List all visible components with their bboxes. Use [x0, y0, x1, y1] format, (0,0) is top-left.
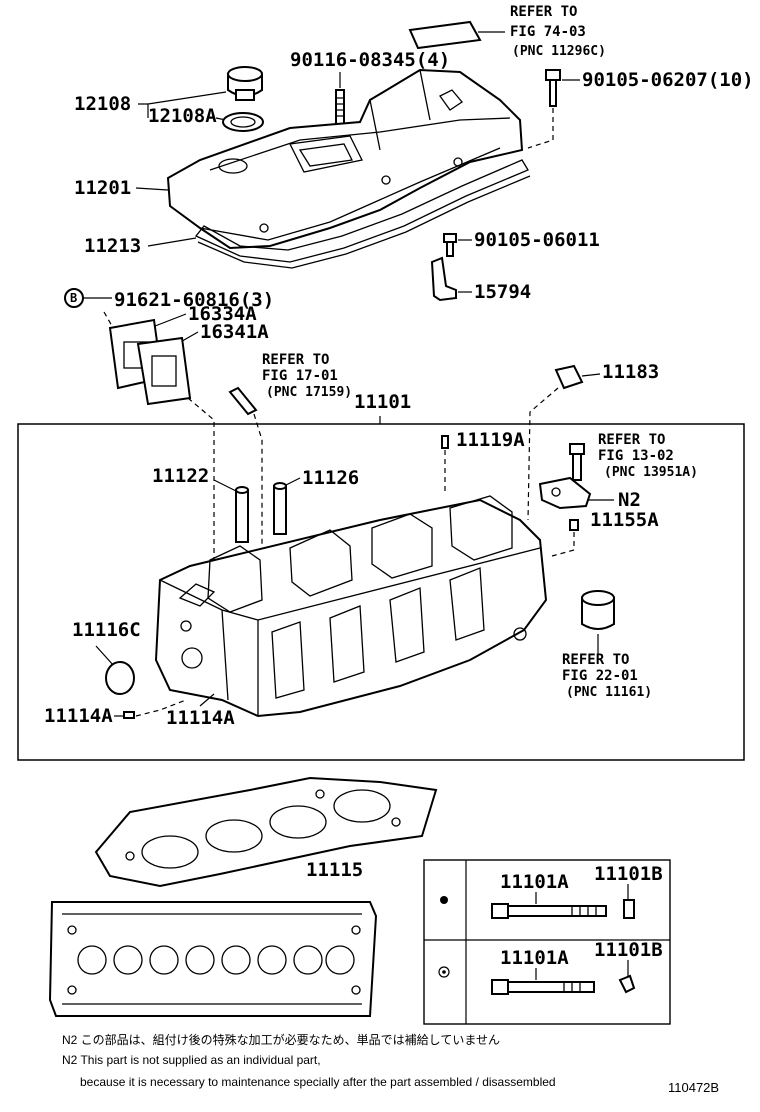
part-number-11155A: 11155A — [590, 509, 659, 531]
part-number-11114A-left: 11114A — [44, 705, 113, 727]
plug-icon — [554, 364, 584, 390]
circle-b-marker: B — [64, 288, 84, 308]
breather-part-icon — [430, 256, 457, 302]
part-number-12108A: 12108A — [148, 105, 217, 127]
bolt-variant-table: 11101A 11101B 11101A 11101B — [423, 859, 671, 1025]
valve-guide-icon-2 — [273, 482, 287, 535]
head-cover-gasket-part — [194, 159, 531, 269]
refer-to-fig-17-01-pnc: (PNC 17159) — [266, 385, 352, 400]
table-row2-bolt-number: 11101A — [500, 947, 569, 969]
bracket-bolt-icon — [569, 443, 585, 481]
note-n2-english-line1: N2 This part is not supplied as an indiv… — [62, 1053, 321, 1067]
filled-dot-marker — [440, 896, 448, 904]
long-head-bolt-icon — [491, 903, 607, 919]
part-number-11183: 11183 — [602, 361, 659, 383]
part-number-11101: 11101 — [354, 391, 411, 413]
part-number-15794: 15794 — [474, 281, 531, 303]
dot-in-circle-marker — [438, 966, 450, 978]
washer-icon-1 — [623, 899, 635, 919]
refer-to-fig-13-02-line2: FIG 13-02 — [598, 448, 674, 464]
part-number-11115: 11115 — [306, 859, 363, 881]
refer-to-fig-22-01-pnc: (PNC 11161) — [566, 685, 652, 700]
refer-to-fig-17-01-line2: FIG 17-01 — [262, 368, 338, 384]
table-row1-bolt-number: 11101A — [500, 871, 569, 893]
label-plate-part — [408, 20, 505, 50]
part-label-n2: N2 — [618, 489, 641, 511]
part-number-16334A: 16334A — [188, 303, 257, 325]
part-number-90105-06011: 90105-06011 — [474, 229, 600, 251]
part-number-11119A: 11119A — [456, 429, 525, 451]
table-row2-washer-number: 11101B — [594, 939, 663, 961]
part-number-90116-08345: 90116-08345(4) — [290, 49, 450, 71]
part-number-11114A-right: 11114A — [166, 707, 235, 729]
oil-cap-part-icon — [581, 590, 615, 630]
oil-filler-cap-icon — [227, 66, 263, 101]
outlet-gasket-part — [136, 336, 192, 406]
washer-icon-2 — [618, 974, 636, 994]
expansion-plug-icon — [105, 661, 135, 695]
part-number-90105-06207: 90105-06207(10) — [582, 69, 754, 91]
cylinder-head-part — [154, 495, 548, 718]
part-number-11122: 11122 — [152, 465, 209, 487]
small-pin-icon — [569, 519, 579, 531]
part-number-16341A: 16341A — [200, 321, 269, 343]
cylinder-head-cover-part — [166, 68, 524, 250]
part-number-11116C: 11116C — [72, 619, 141, 641]
pin-icon — [123, 711, 135, 719]
refer-to-fig-13-02-pnc: (PNC 13951A) — [604, 465, 698, 480]
figure-id: 110472B — [668, 1080, 719, 1095]
small-plug-icon — [441, 435, 449, 449]
valve-guide-icon-1 — [235, 486, 249, 543]
refer-to-fig-74-03-line2: FIG 74-03 — [510, 24, 586, 40]
cylinder-head-assembly-frame — [17, 423, 745, 761]
svg-text:B: B — [70, 291, 77, 305]
note-n2-english-line2: because it is necessary to maintenance s… — [80, 1075, 556, 1089]
refer-to-fig-22-01-line2: FIG 22-01 — [562, 668, 638, 684]
part-number-91621-60816: 91621-60816(3) — [114, 289, 274, 311]
stud-bolt-icon — [335, 89, 345, 125]
short-head-bolt-icon — [491, 979, 595, 995]
cover-bolt-icon — [545, 69, 561, 107]
refer-to-fig-74-03-line1: REFER TO — [510, 4, 577, 20]
bracket-part — [538, 476, 592, 510]
head-gasket-part — [94, 776, 438, 888]
part-number-12108: 12108 — [74, 93, 131, 115]
part-number-11126: 11126 — [302, 467, 359, 489]
refer-to-fig-74-03-pnc: (PNC 11296C) — [512, 44, 606, 59]
refer-to-fig-17-01-line1: REFER TO — [262, 352, 329, 368]
part-number-11201: 11201 — [74, 177, 131, 199]
stud-icon — [228, 386, 258, 416]
filler-cap-gasket-icon — [222, 112, 264, 132]
refer-to-fig-13-02-line1: REFER TO — [598, 432, 665, 448]
refer-to-fig-22-01-line1: REFER TO — [562, 652, 629, 668]
head-gasket-plan-view — [48, 901, 378, 1017]
note-n2-japanese: N2 この部品は、組付け後の特殊な加工が必要なため、単品では補給していません — [62, 1032, 500, 1047]
table-row1-washer-number: 11101B — [594, 863, 663, 885]
small-bolt-icon — [443, 233, 457, 257]
part-number-11213: 11213 — [84, 235, 141, 257]
